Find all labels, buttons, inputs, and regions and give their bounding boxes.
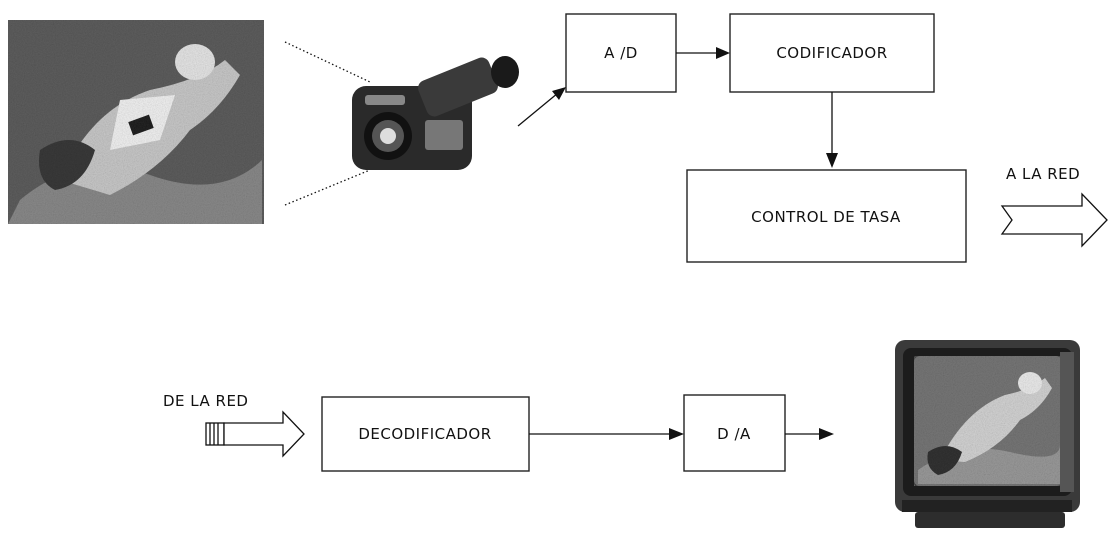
arrow-camera-to-ad-head [552,87,566,100]
television-icon [895,340,1080,528]
arrow-da-to-tv-head [819,428,834,440]
control-de-tasa-label: CONTROL DE TASA [751,208,901,226]
de-la-red-label: DE LA RED [163,392,248,410]
codificador-label: CODIFICADOR [776,44,887,62]
decodificador-label: DECODIFICADOR [358,425,491,443]
da-label: D /A [717,425,751,443]
ad-label: A /D [604,44,638,62]
arrow-decodificador-to-da-head [669,428,684,440]
a-la-red-label: A LA RED [1006,165,1080,183]
camera-icon [352,55,519,170]
source-photo [8,20,264,224]
a-la-red-arrow [1002,194,1107,246]
projection-line-top [285,42,370,82]
projection-line-bottom [285,170,370,205]
arrow-ad-to-codificador-head [716,47,730,59]
de-la-red-arrow [206,412,304,456]
arrow-camera-to-ad [518,93,558,126]
arrow-codificador-to-control-head [826,153,838,168]
